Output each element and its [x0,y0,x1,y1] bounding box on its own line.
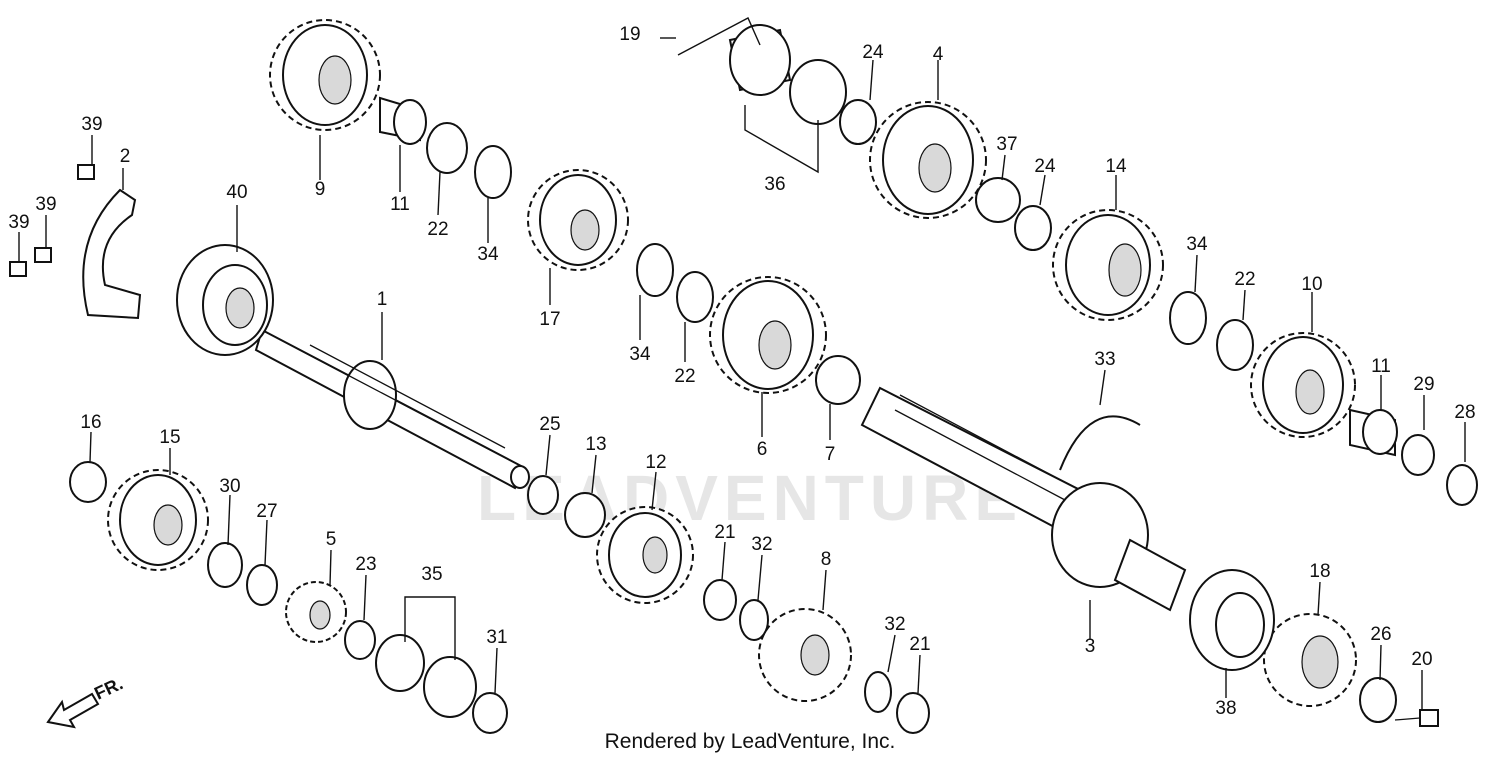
callout-6: 6 [757,439,768,460]
oil-seal-38 [1189,569,1275,671]
callout-32: 32 [751,534,772,555]
callout-4: 4 [933,44,944,65]
callout-35: 35 [421,564,442,585]
bushing-13 [564,492,606,538]
callout-39c: 39 [8,212,29,233]
bushing-7 [815,355,861,405]
direction-label: FR. [91,673,126,703]
callout-29: 29 [1413,374,1434,395]
callout-5: 5 [326,529,337,550]
bearing-40 [176,244,274,356]
callout-34b: 34 [629,344,651,365]
callout-8: 8 [821,549,832,570]
callout-34c: 34 [1186,234,1208,255]
callout-20: 20 [1411,649,1432,670]
gear-5 [285,581,347,643]
callout-12: 12 [645,452,666,473]
callout-31: 31 [486,627,507,648]
callout-21b: 21 [909,634,930,655]
bolts [9,164,1439,727]
gear-8 [758,608,852,702]
gear-17 [527,169,629,271]
callout-2: 2 [120,146,131,167]
bearing-35 [375,634,477,718]
callout-37: 37 [996,134,1017,155]
leader-lines [18,17,1466,710]
bearing-11b [1349,408,1398,457]
callout-40: 40 [226,182,247,203]
bearing-11 [379,96,427,145]
callout-7: 7 [825,444,836,465]
front-direction-arrow: FR. [46,673,126,729]
gear-15 [107,469,209,571]
mainshaft [860,386,1187,612]
gear-10 [1250,332,1356,438]
callout-38: 38 [1215,698,1236,719]
bushing-16 [69,461,107,503]
gear-4 [869,101,987,219]
bracket-2 [82,188,142,320]
callout-24: 24 [862,42,884,63]
callout-30: 30 [219,476,240,497]
callout-14: 14 [1105,156,1127,177]
callout-24b: 24 [1034,156,1056,177]
callout-11: 11 [390,194,410,215]
callout-27: 27 [256,501,277,522]
callout-23: 23 [355,554,376,575]
callout-1: 1 [377,289,388,310]
callout-26: 26 [1370,624,1391,645]
callout-32b: 32 [884,614,905,635]
credit-text: Rendered by LeadVenture, Inc. [604,730,896,753]
callout-16: 16 [80,412,101,433]
callout-22b: 22 [674,366,695,387]
callout-13: 13 [585,434,606,455]
callout-21: 21 [714,522,735,543]
callout-34: 34 [477,244,499,265]
countershaft [254,328,530,490]
callout-22: 22 [427,219,448,240]
callout-36: 36 [764,174,785,195]
callout-25: 25 [539,414,560,435]
gear-14 [1052,209,1164,321]
callout-9: 9 [315,179,326,200]
callout-15: 15 [159,427,180,448]
gear-6 [709,276,827,394]
callout-19: 19 [619,24,640,45]
bearing-36 [728,24,847,125]
callout-28: 28 [1454,402,1475,423]
callouts: 1 2 3 4 5 6 7 8 9 10 11 12 13 14 15 16 1… [8,24,1475,719]
callout-18: 18 [1309,561,1330,582]
callout-22c: 22 [1234,269,1255,290]
callout-10: 10 [1301,274,1322,295]
callout-11b: 11 [1371,356,1391,377]
needle-bearing-37 [975,177,1021,223]
sprocket-18 [1263,613,1357,707]
watermark: LEADVENTURE [477,462,1023,534]
callout-39: 39 [81,114,102,135]
callout-3: 3 [1085,636,1096,657]
callout-33: 33 [1094,349,1115,370]
gear-9 [269,19,381,131]
callout-17: 17 [539,309,560,330]
callout-39b: 39 [35,194,56,215]
gear-12 [596,506,694,604]
washers [207,99,1478,734]
